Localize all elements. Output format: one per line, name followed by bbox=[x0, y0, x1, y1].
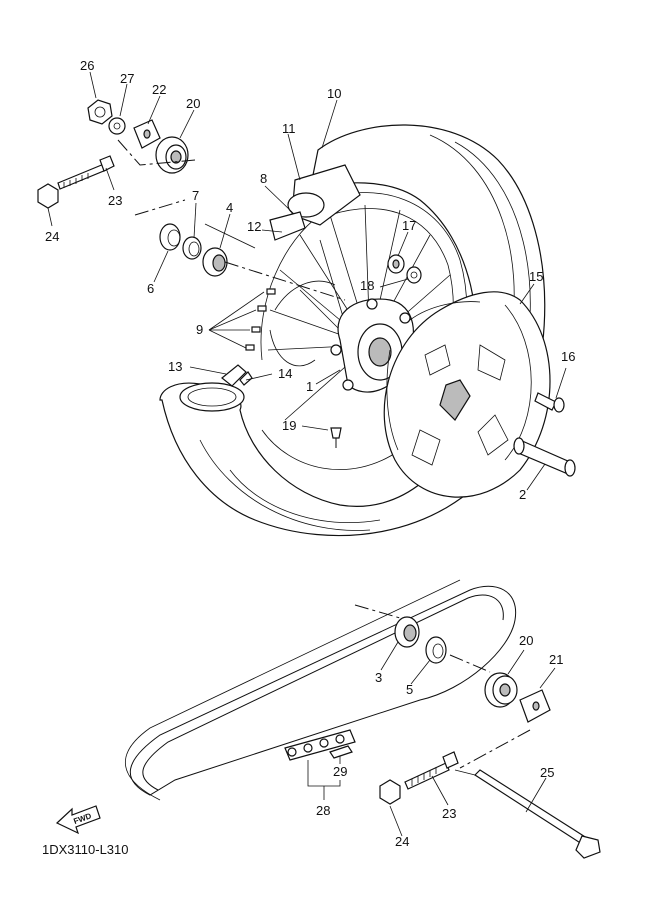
callout-3: 3 bbox=[375, 670, 382, 685]
callout-25: 25 bbox=[540, 765, 554, 780]
collar-upper bbox=[155, 136, 189, 174]
callout-4: 4 bbox=[226, 200, 233, 215]
callout-6: 6 bbox=[147, 281, 154, 296]
chain-puller-upper bbox=[133, 119, 161, 149]
callout-29: 29 bbox=[333, 764, 347, 779]
callout-26: 26 bbox=[80, 58, 94, 73]
sprocket-washer bbox=[406, 266, 422, 284]
locknut-lower bbox=[379, 779, 401, 805]
bearing-3 bbox=[394, 616, 420, 648]
drive-chain bbox=[124, 579, 517, 801]
sprocket-bolt bbox=[534, 392, 565, 413]
callout-15: 15 bbox=[529, 269, 543, 284]
spoke-nipples bbox=[245, 288, 276, 351]
callout-1: 1 bbox=[306, 379, 313, 394]
callout-12: 12 bbox=[247, 219, 261, 234]
callout-23-lower: 23 bbox=[442, 806, 456, 821]
callout-17: 17 bbox=[402, 218, 416, 233]
callout-24-upper: 24 bbox=[45, 229, 59, 244]
adjust-bolt-lower bbox=[404, 751, 459, 790]
diagram-code: 1DX3110-L310 bbox=[42, 842, 129, 857]
callout-labels: 26 27 22 20 23 24 7 4 6 10 11 8 12 17 18… bbox=[45, 58, 575, 849]
collar-lower bbox=[484, 672, 518, 708]
wheel-axle bbox=[474, 769, 601, 859]
callout-2: 2 bbox=[519, 487, 526, 502]
callout-28: 28 bbox=[316, 803, 330, 818]
leader-lines bbox=[47, 71, 567, 837]
sprocket-nut bbox=[387, 254, 405, 274]
callout-24-lower: 24 bbox=[395, 834, 409, 849]
callout-16: 16 bbox=[561, 349, 575, 364]
callout-10: 10 bbox=[327, 86, 341, 101]
axle-nut-upper bbox=[87, 99, 113, 125]
callout-9: 9 bbox=[196, 322, 203, 337]
callout-20-lower: 20 bbox=[519, 633, 533, 648]
chain-joint bbox=[284, 729, 356, 761]
callout-21: 21 bbox=[549, 652, 563, 667]
callout-8: 8 bbox=[260, 171, 267, 186]
bearing-4 bbox=[202, 247, 228, 277]
callout-14: 14 bbox=[278, 366, 292, 381]
callout-22: 22 bbox=[152, 82, 166, 97]
callout-20-upper: 20 bbox=[186, 96, 200, 111]
axle-washer-upper bbox=[108, 117, 126, 135]
callout-5: 5 bbox=[406, 682, 413, 697]
sprocket bbox=[383, 291, 551, 498]
callout-27: 27 bbox=[120, 71, 134, 86]
callout-11: 11 bbox=[282, 121, 296, 136]
adjust-bolt-upper bbox=[57, 155, 115, 190]
forward-arrow-icon: FWD bbox=[55, 805, 101, 835]
circlip-7 bbox=[182, 236, 202, 260]
chain-puller-lower bbox=[519, 689, 551, 723]
callout-23-upper: 23 bbox=[108, 193, 122, 208]
callout-13: 13 bbox=[168, 359, 182, 374]
bearing-6 bbox=[159, 223, 181, 251]
callout-18: 18 bbox=[360, 278, 374, 293]
callout-7: 7 bbox=[192, 188, 199, 203]
rim-lock bbox=[269, 164, 361, 241]
collar bbox=[513, 437, 576, 477]
locknut-upper bbox=[37, 183, 59, 209]
air-valve bbox=[330, 427, 342, 448]
oil-seal-5 bbox=[425, 636, 447, 664]
rim-band bbox=[221, 364, 253, 387]
callout-19: 19 bbox=[282, 418, 296, 433]
